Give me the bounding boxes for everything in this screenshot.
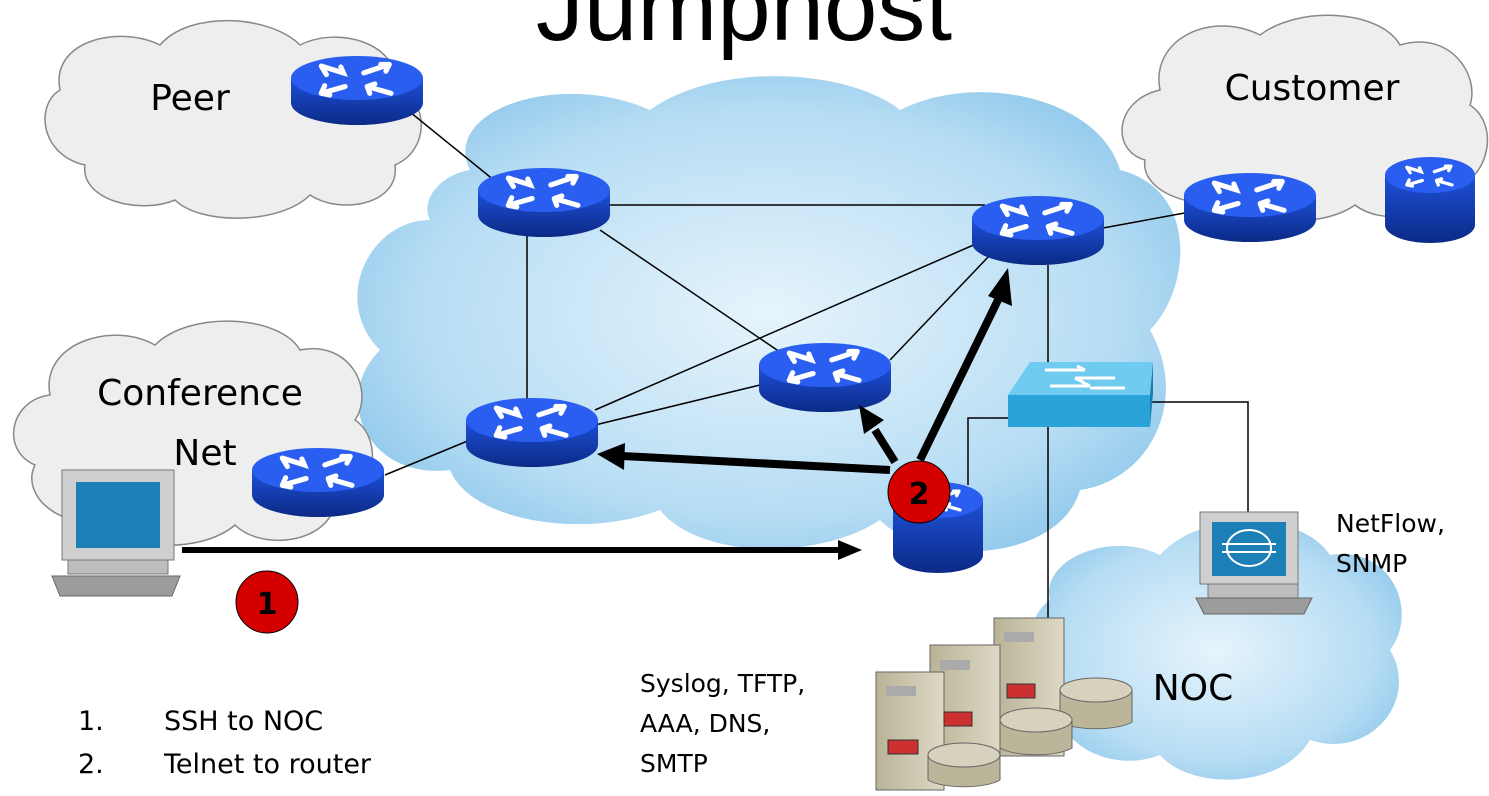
services-label-line3: SMTP <box>640 749 708 778</box>
router-core-top-right <box>972 196 1104 265</box>
switch-icon <box>1008 362 1153 427</box>
ssh-arrow <box>182 540 862 560</box>
noc-label: NOC <box>1153 668 1233 709</box>
router-core-top-left <box>478 168 610 237</box>
telnet-arrows <box>621 298 1002 474</box>
marker-2: 2 <box>887 460 951 524</box>
router-peer <box>291 56 423 125</box>
router-conference <box>252 448 384 517</box>
netflow-label-line2: SNMP <box>1336 549 1407 578</box>
customer-label: Customer <box>1225 68 1400 109</box>
svg-text:2: 2 <box>909 477 930 512</box>
step-text: Telnet to router <box>164 749 372 780</box>
netflow-label-line1: NetFlow, <box>1336 509 1445 538</box>
router-customer-edge <box>1385 157 1475 243</box>
backbone-cloud <box>357 76 1181 552</box>
conference-label-line1: Conference <box>97 373 303 414</box>
nms-workstation-icon <box>1195 511 1313 615</box>
network-links <box>384 107 1249 620</box>
workstation-icon <box>51 469 181 597</box>
step-item: 1. SSH to NOC <box>78 700 371 743</box>
conference-label-line2: Net <box>173 433 236 474</box>
step-number: 2. <box>78 749 104 780</box>
step-item: 2. Telnet to router <box>78 743 371 786</box>
steps-list: 1. SSH to NOC 2. Telnet to router <box>78 700 371 786</box>
router-customer <box>1184 173 1316 242</box>
step-text: SSH to NOC <box>164 706 324 737</box>
telnet-arrowheads <box>597 268 1012 470</box>
services-label-line2: AAA, DNS, <box>640 709 770 738</box>
step-number: 1. <box>78 706 104 737</box>
diagram-title: Jumphost <box>536 0 952 61</box>
router-core-middle <box>759 343 891 412</box>
marker-1: 1 <box>235 570 299 634</box>
router-core-bottom-left <box>466 398 598 467</box>
peer-label: Peer <box>150 78 230 119</box>
svg-text:1: 1 <box>257 587 278 622</box>
services-label-line1: Syslog, TFTP, <box>640 669 805 698</box>
server-cluster-icon <box>875 617 1133 791</box>
